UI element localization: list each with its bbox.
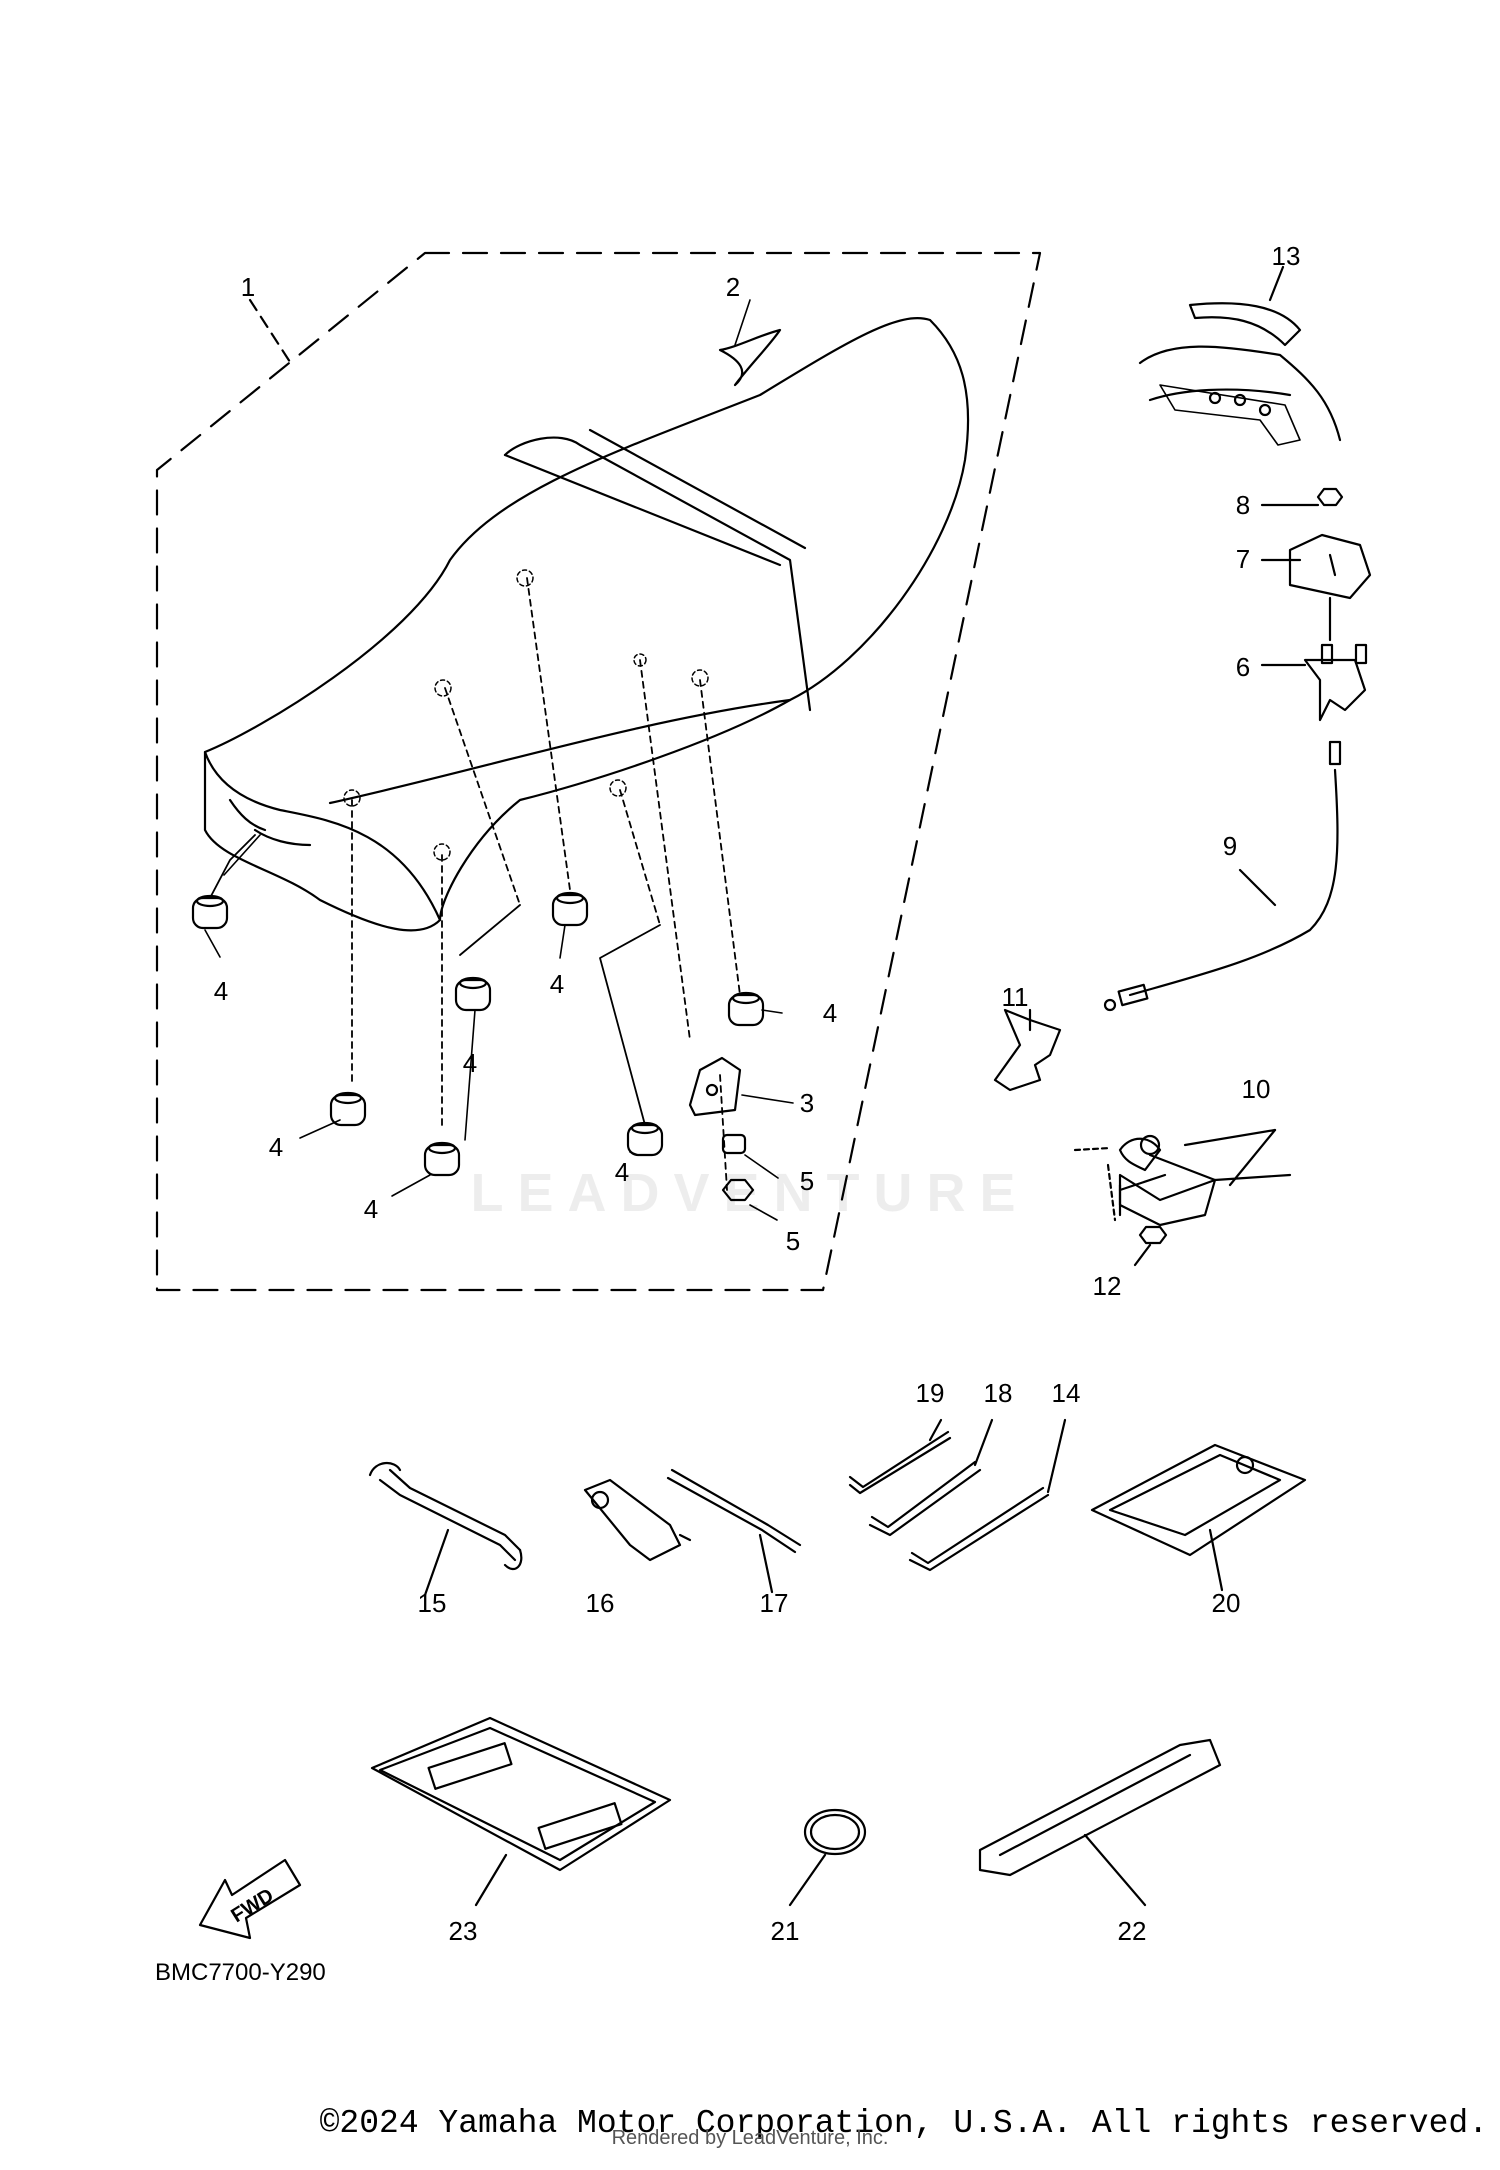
damper-parts <box>191 891 765 1177</box>
callout-17: 17 <box>760 1588 789 1618</box>
rendered-by-notice: Rendered by LeadVenture, Inc. <box>611 2127 889 2149</box>
callout-4: 4 <box>364 1194 378 1224</box>
tools <box>368 1418 1307 1597</box>
callout-4: 4 <box>615 1157 629 1187</box>
callout-6: 6 <box>1236 652 1250 682</box>
seat-assembly-boundary <box>155 251 1042 1292</box>
callout-23: 23 <box>449 1916 478 1946</box>
leader-1 <box>248 298 292 364</box>
copyright-notice: ©2024 Yamaha Motor Corporation, U.S.A. A… <box>319 2105 1488 2142</box>
callout-15: 15 <box>418 1588 447 1618</box>
callout-21: 21 <box>771 1916 800 1946</box>
callout-5: 5 <box>800 1166 814 1196</box>
manual-part <box>370 1716 672 1907</box>
callout-7: 7 <box>1236 544 1250 574</box>
callout-4: 4 <box>214 976 228 1006</box>
callout-14: 14 <box>1052 1378 1081 1408</box>
callout-10: 10 <box>1242 1074 1271 1104</box>
lock-assembly <box>993 1008 1292 1267</box>
callout-4: 4 <box>550 969 564 999</box>
callout-3: 3 <box>800 1088 814 1118</box>
diagram-code: BMC7700-Y290 <box>155 1959 326 1986</box>
fwd-arrow <box>198 1858 302 1940</box>
callout-22: 22 <box>1118 1916 1147 1946</box>
callout-8: 8 <box>1236 490 1250 520</box>
callout-19: 19 <box>916 1378 945 1408</box>
seat <box>203 317 970 932</box>
callout-20: 20 <box>1212 1588 1241 1618</box>
hook-assembly <box>1260 487 1372 722</box>
callout-16: 16 <box>586 1588 615 1618</box>
callout-9: 9 <box>1223 831 1237 861</box>
fwd-label: FWD <box>227 1884 277 1927</box>
strap-part <box>978 1738 1222 1907</box>
bracket-part <box>688 1056 755 1202</box>
callout-18: 18 <box>984 1378 1013 1408</box>
callout-13: 13 <box>1272 241 1301 271</box>
callout-12: 12 <box>1093 1271 1122 1301</box>
watermark: LEADVENTURE <box>470 1163 1030 1223</box>
callout-4: 4 <box>823 998 837 1028</box>
callout-11: 11 <box>1002 982 1029 1012</box>
ring-bracket-part <box>1138 265 1342 446</box>
callout-4: 4 <box>269 1132 283 1162</box>
callout-4: 4 <box>463 1048 477 1078</box>
cable-part <box>1103 740 1342 1012</box>
callout-1: 1 <box>241 272 255 302</box>
o-ring-part <box>788 1808 867 1907</box>
callout-2: 2 <box>726 272 740 302</box>
callout-5: 5 <box>786 1226 800 1256</box>
